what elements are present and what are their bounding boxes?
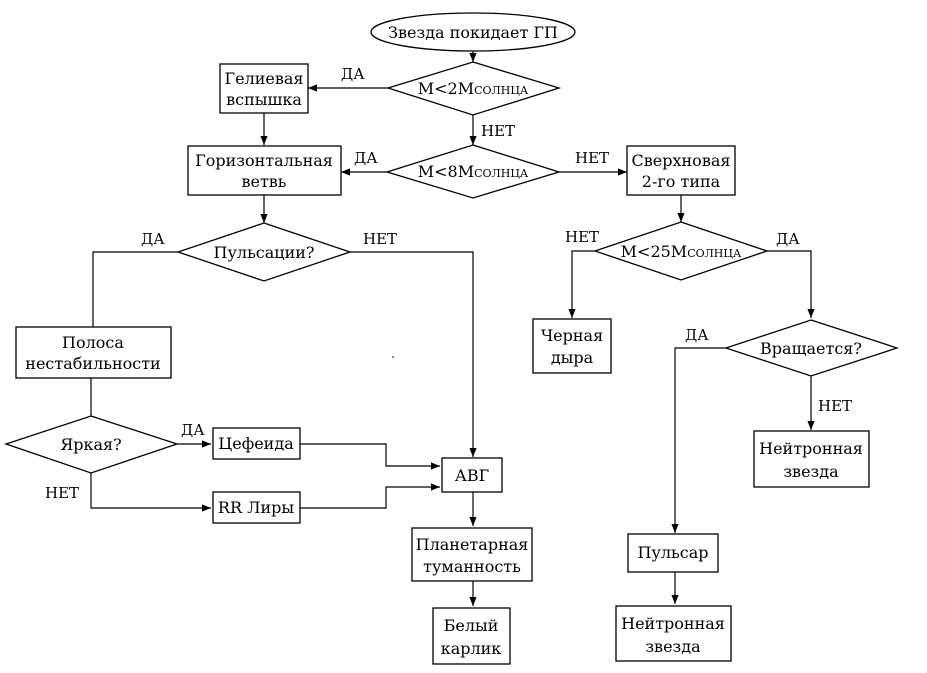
decision-m25: M<25MСОЛНЦА	[592, 221, 770, 281]
node-helium-flash: Гелиевая вспышка	[219, 63, 309, 114]
node-black-hole-line1: Черная	[541, 326, 603, 345]
node-black-hole: Черная дыра	[532, 318, 612, 374]
edge-rotates-pulsar	[671, 347, 726, 533]
node-neutron-star-2: Нейтронная звезда	[615, 605, 732, 662]
node-agb: АВГ	[441, 457, 503, 493]
decision-pulsations: Пульсации?	[175, 222, 353, 282]
node-neutron-star-1-line2: звезда	[783, 462, 839, 481]
node-neutron-star-2-line2: звезда	[645, 637, 701, 656]
decision-m25-main: M<25M	[621, 242, 688, 261]
label-rotates-yes: ДА	[685, 326, 709, 344]
node-horizontal-branch-line2: ветвь	[241, 172, 286, 191]
node-helium-flash-line2: вспышка	[226, 90, 302, 109]
decision-m8-sub: СОЛНЦА	[474, 167, 529, 180]
edge-m25-blackhole	[568, 250, 595, 318]
decision-rotates-label: Вращается?	[760, 339, 862, 358]
node-planetary-nebula-line2: туманность	[423, 557, 521, 576]
edge-pulsations-strip	[92, 251, 178, 327]
node-helium-flash-line1: Гелиевая	[225, 69, 304, 88]
node-neutron-star-1-line1: Нейтронная	[759, 439, 863, 458]
svg-text:M<8MСОЛНЦА: M<8MСОЛНЦА	[418, 162, 529, 181]
node-neutron-star-1: Нейтронная звезда	[753, 430, 870, 488]
node-supernova-line2: 2-го типа	[642, 172, 721, 191]
decision-m2-sub: СОЛНЦА	[474, 84, 529, 97]
edge-bright-rrlyrae	[90, 473, 211, 512]
svg-text:M<2MСОЛНЦА: M<2MСОЛНЦА	[418, 79, 529, 98]
label-pulsations-no: НЕТ	[363, 230, 397, 248]
node-start: Звезда покидает ГП	[370, 12, 576, 52]
node-horizontal-branch: Горизонтальная ветвь	[187, 145, 342, 196]
label-bright-no: НЕТ	[45, 484, 79, 502]
svg-text:M<25MСОЛНЦА: M<25MСОЛНЦА	[621, 242, 742, 261]
node-white-dwarf-line1: Белый	[444, 616, 499, 635]
decision-rotates: Вращается?	[723, 319, 900, 377]
decision-bright-label: Яркая?	[60, 435, 121, 454]
node-instability-strip-line1: Полоса	[62, 333, 124, 352]
node-planetary-nebula-line1: Планетарная	[416, 535, 529, 554]
node-cepheid: Цефеида	[212, 427, 301, 460]
node-cepheid-label: Цефеида	[218, 434, 294, 453]
node-white-dwarf: Белый карлик	[432, 607, 511, 665]
decision-m25-sub: СОЛНЦА	[687, 247, 742, 260]
decision-m2-main: M<2M	[418, 79, 474, 98]
node-horizontal-branch-line1: Горизонтальная	[195, 151, 333, 170]
node-supernova-line1: Сверхновая	[632, 151, 731, 170]
decision-m8-main: M<8M	[418, 162, 474, 181]
node-pulsar-label: Пульсар	[638, 543, 709, 562]
edge-cepheid-agb	[300, 443, 440, 470]
node-pulsar: Пульсар	[627, 533, 719, 573]
decision-m2: M<2MСОЛНЦА	[385, 61, 562, 116]
node-white-dwarf-line2: карлик	[441, 639, 502, 658]
label-m25-no: НЕТ	[565, 228, 599, 246]
node-instability-strip: Полоса нестабильности	[15, 326, 172, 379]
label-m2-no: НЕТ	[481, 122, 515, 140]
node-neutron-star-2-line1: Нейтронная	[621, 614, 725, 633]
label-m8-yes: ДА	[354, 149, 378, 167]
node-supernova: Сверхновая 2-го типа	[626, 145, 736, 196]
node-start-label: Звезда покидает ГП	[388, 23, 558, 42]
decision-m8: M<8MСОЛНЦА	[384, 144, 562, 199]
stray-dot	[392, 356, 394, 358]
node-planetary-nebula: Планетарная туманность	[411, 527, 533, 582]
node-instability-strip-line2: нестабильности	[25, 354, 160, 373]
node-rr-lyrae-label: RR Лиры	[218, 498, 294, 517]
label-bright-yes: ДА	[181, 421, 205, 439]
node-rr-lyrae: RR Лиры	[212, 491, 301, 524]
label-m8-no: НЕТ	[575, 149, 609, 167]
label-pulsations-yes: ДА	[141, 230, 165, 248]
label-m25-yes: ДА	[776, 230, 800, 248]
label-m2-yes: ДА	[341, 65, 365, 83]
edge-m25-rotates	[767, 250, 815, 318]
decision-bright: Яркая?	[3, 415, 180, 474]
edge-pulsations-agb	[350, 251, 477, 457]
decision-pulsations-label: Пульсации?	[214, 243, 315, 262]
node-black-hole-line2: дыра	[551, 348, 594, 367]
edge-labels: ДА НЕТ ДА НЕТ ДА НЕТ ДА НЕТ НЕТ ДА ДА НЕ…	[45, 65, 852, 502]
edges	[90, 51, 815, 606]
label-rotates-no: НЕТ	[818, 397, 852, 415]
edge-rrlyrae-agb	[300, 483, 440, 509]
node-agb-label: АВГ	[455, 466, 489, 485]
